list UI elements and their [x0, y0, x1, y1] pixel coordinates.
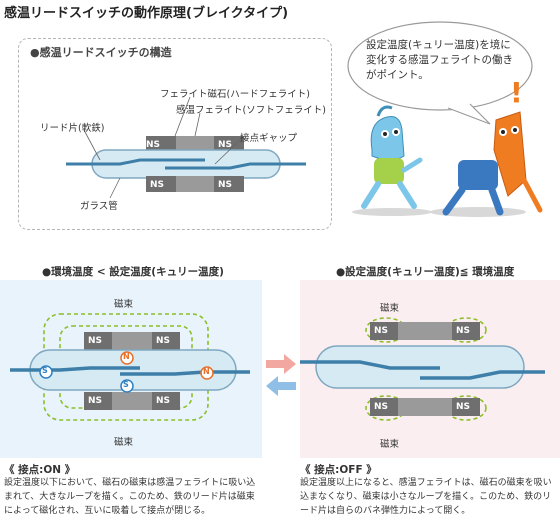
on-reed-right: [120, 370, 250, 376]
magnet-label: NS: [218, 140, 233, 150]
off-reed-left: [300, 360, 440, 370]
pole-s-icon: [120, 379, 134, 393]
structure-reed-left: [66, 158, 205, 166]
on-caption-text: 設定温度以下において、磁石の磁束は感温フェライトに吸い込まれて、大きなループを描…: [4, 478, 256, 516]
arrow-left-icon: [266, 376, 296, 396]
off-caption-title: 《 接点:OFF 》: [300, 464, 377, 476]
magnet-label: NS: [374, 326, 389, 336]
pole-s-label: S: [123, 380, 129, 389]
label-ferrite-magnet: フェライト磁石(ハードフェライト): [160, 89, 310, 100]
orange-character: !: [430, 76, 543, 217]
label-temp-ferrite: 感温フェライト(ソフトフェライト): [176, 105, 326, 116]
pole-s-label: S: [42, 366, 48, 375]
off-state-heading: ●設定温度(キュリー温度)≦ 環境温度: [336, 266, 515, 278]
structure-magnets-bottom: [146, 176, 244, 192]
magnet-label: NS: [456, 326, 471, 336]
magnet-label: NS: [88, 396, 103, 406]
magnet-label: NS: [156, 396, 171, 406]
arrow-right-icon: [266, 354, 296, 374]
label-reed: リード片(軟鉄): [40, 123, 105, 134]
magnet-label: NS: [88, 336, 103, 346]
structure-reed-right: [165, 162, 306, 170]
on-flux-top-label: 磁束: [114, 299, 134, 310]
off-magnets-top: [370, 322, 480, 340]
structure-magnets-top: [146, 136, 244, 152]
on-caption-title: 《 接点:ON 》: [4, 464, 76, 476]
pole-n-icon: [200, 366, 214, 380]
on-reed-left: [10, 366, 140, 372]
blue-character: [352, 105, 432, 216]
off-magnets-bottom: [370, 398, 480, 416]
pole-s-icon: [39, 365, 53, 379]
label-gap: 接点ギャップ: [240, 133, 298, 144]
on-magnets-top: [84, 332, 180, 350]
pole-n-icon: [120, 351, 134, 365]
off-flux-top-label: 磁束: [380, 303, 400, 314]
on-state-heading: ●環境温度 < 設定温度(キュリー温度): [42, 266, 224, 278]
magnet-label: NS: [374, 402, 389, 412]
pole-n-label: N: [123, 352, 130, 361]
pole-n-label: N: [203, 367, 210, 376]
structure-panel: [18, 38, 332, 230]
off-reed-right: [420, 370, 545, 380]
magnet-label: NS: [456, 402, 471, 412]
off-caption-text: 設定温度以上になると、感温フェライトは、磁石の磁束を吸い込まなくなり、磁束は小さ…: [300, 478, 552, 516]
on-magnets-bottom: [84, 392, 180, 410]
structure-heading: ●感温リードスイッチの構造: [30, 46, 172, 59]
off-flux-bottom-label: 磁束: [380, 439, 400, 450]
magnet-label: NS: [218, 180, 233, 190]
magnet-label: NS: [146, 140, 161, 150]
page-title: 感温リードスイッチの動作原理(ブレイクタイプ): [4, 6, 289, 21]
on-flux-bottom-label: 磁束: [114, 437, 134, 448]
label-glass: ガラス管: [80, 201, 118, 212]
magnet-label: NS: [150, 180, 165, 190]
bubble-text: 設定温度(キュリー温度)を境に変化する感温フェライトの働きがポイント。: [366, 39, 513, 81]
svg-text:!: !: [510, 76, 523, 109]
magnet-label: NS: [156, 336, 171, 346]
